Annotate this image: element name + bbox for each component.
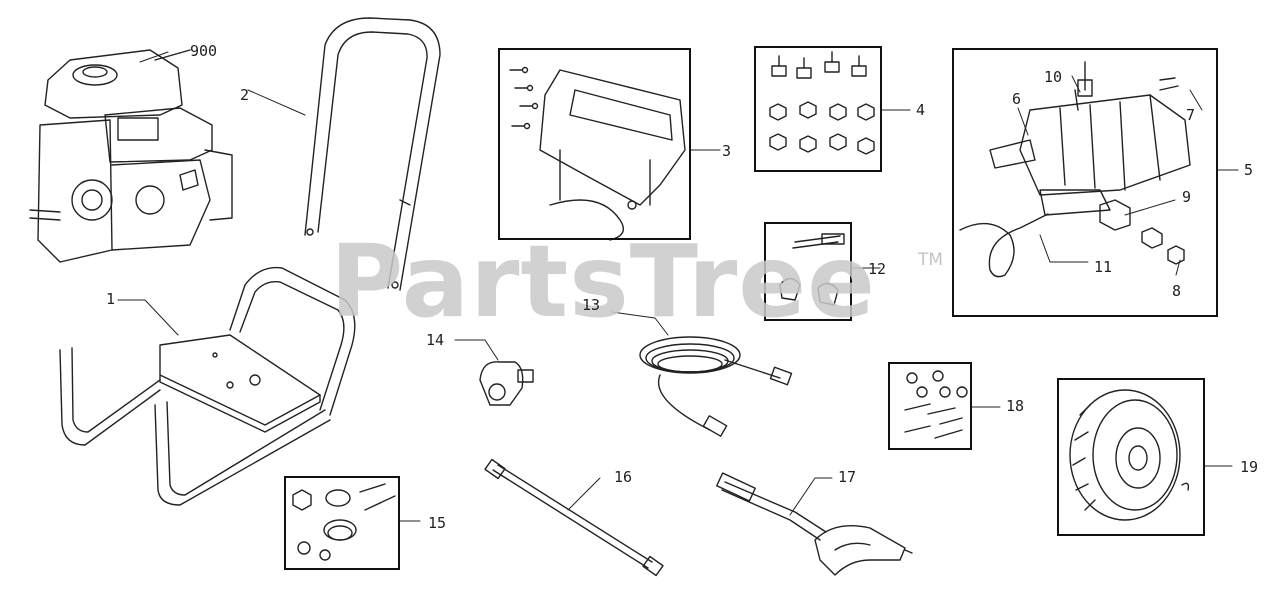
frame-drawing <box>59 266 356 506</box>
callout-pump-assembly: 5 <box>1244 161 1254 179</box>
hardware-12-drawing <box>779 233 881 306</box>
wheel-box <box>1057 378 1205 536</box>
callout-panel: 3 <box>722 142 732 160</box>
hardware-18-box <box>888 362 972 450</box>
pump-assembly-box <box>952 48 1218 317</box>
isolator-kit-box <box>754 46 882 172</box>
panel-box <box>498 48 691 240</box>
spray-gun-drawing <box>716 472 913 576</box>
watermark-trademark: TM <box>918 250 944 270</box>
callout-isolator-kit: 4 <box>916 101 926 119</box>
leader-11 <box>1039 234 1089 263</box>
callout-hardware-15: 15 <box>428 514 447 532</box>
hardware-15-drawing <box>292 483 421 561</box>
lance-drawing <box>484 458 664 577</box>
watermark-brand: PartsTree <box>330 223 876 340</box>
callout-pump-fitting: 8 <box>1172 282 1182 300</box>
isolator-kit-drawing <box>769 51 911 155</box>
callout-frame: 1 <box>106 290 116 308</box>
hardware-12-box <box>764 222 852 321</box>
pump-assembly-drawing <box>959 61 1239 278</box>
leader-6 <box>1017 107 1029 136</box>
callout-pump-hose: 11 <box>1094 258 1113 276</box>
leader-8 <box>1175 259 1181 276</box>
callout-engine: 900 <box>190 42 218 60</box>
leader-900 <box>139 51 169 63</box>
handle-drawing <box>247 17 441 291</box>
wheel-drawing <box>1069 389 1233 521</box>
callout-detergent-tool: 14 <box>426 331 445 349</box>
callout-unloader: 10 <box>1044 68 1063 86</box>
callout-hardware-12: 12 <box>868 260 887 278</box>
panel-drawing <box>509 66 721 241</box>
callout-handle: 2 <box>240 86 250 104</box>
callout-hose: 13 <box>582 296 601 314</box>
callout-lance: 16 <box>614 468 633 486</box>
hardware-15-box <box>284 476 400 570</box>
callout-pump-inlet: 6 <box>1012 90 1022 108</box>
hardware-18-drawing <box>904 370 1001 439</box>
leader-9 <box>1124 199 1176 216</box>
callout-pump-adapter: 9 <box>1182 188 1192 206</box>
callout-hardware-18: 18 <box>1006 397 1025 415</box>
callout-spray-gun: 17 <box>838 468 857 486</box>
leader-10 <box>1071 75 1081 93</box>
leader-7 <box>1189 89 1203 111</box>
hose-drawing <box>611 311 793 437</box>
callout-wheel: 19 <box>1240 458 1259 476</box>
callout-pump-bolt: 7 <box>1186 106 1196 124</box>
detergent-tool-drawing <box>454 339 534 406</box>
engine-drawing <box>29 49 233 263</box>
